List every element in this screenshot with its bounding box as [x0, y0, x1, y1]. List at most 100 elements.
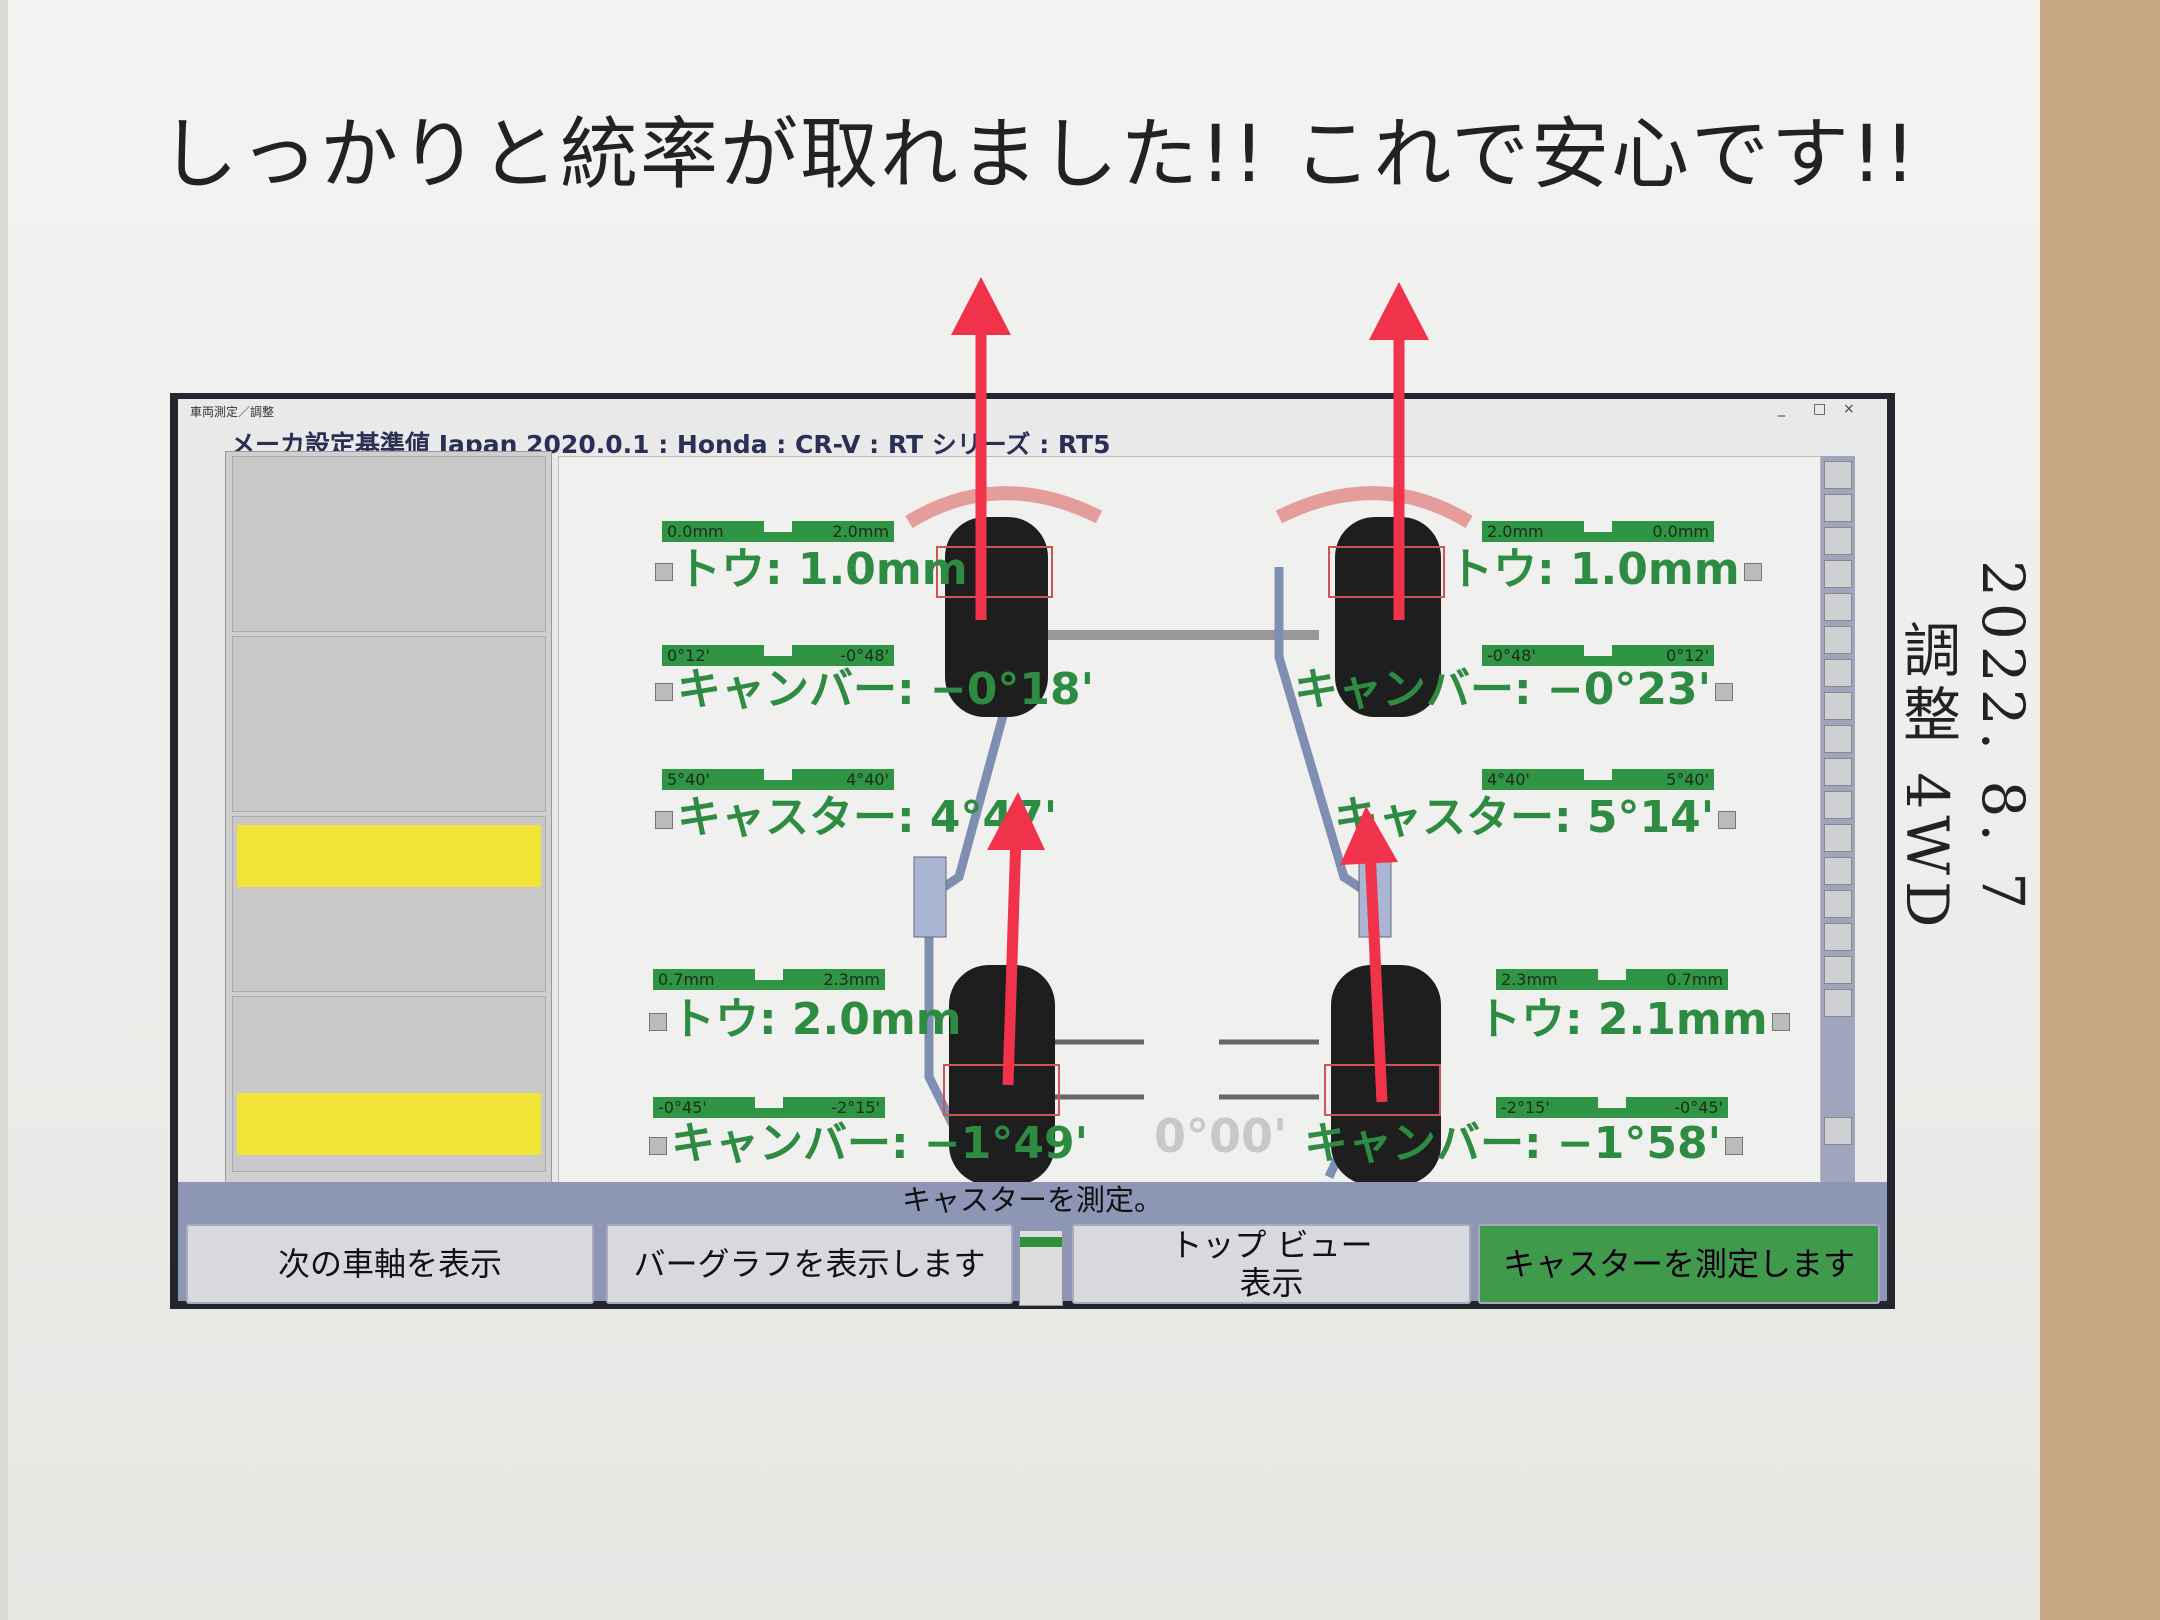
range-max: 0°12' — [1666, 646, 1709, 665]
computer-icon[interactable] — [1824, 494, 1852, 522]
specs-icon[interactable] — [1824, 527, 1852, 555]
window-small-title: 車両測定／調整 — [190, 405, 275, 419]
caster-fr: キャスター: 5°14' — [1334, 793, 1740, 843]
range-min: 0.7mm — [658, 970, 715, 989]
tools-icon[interactable] — [1824, 593, 1852, 621]
bar-graph-icon[interactable] — [1824, 890, 1852, 918]
toe-rl: トウ: 2.0mm — [645, 995, 962, 1045]
wrench-icon[interactable] — [655, 683, 673, 701]
bar-graph-button[interactable]: バーグラフを表示します — [606, 1224, 1013, 1304]
camber-range-bar-fr: -0°48' 0°12' — [1482, 645, 1714, 666]
handwritten-note: 2022. 8. 7 調整 4WD — [1885, 560, 2037, 933]
top-view-button[interactable]: トップ ビュー表示 — [1072, 1224, 1471, 1304]
wheel-front-right — [1275, 486, 1473, 717]
caster-range-bar-fl: 5°40' 4°40' — [662, 769, 894, 790]
range-max: -2°15' — [831, 1098, 880, 1117]
handwritten-memo: 調整 4WD — [1893, 620, 1961, 934]
axle-icon[interactable] — [1824, 791, 1852, 819]
axle-icon[interactable] — [1824, 824, 1852, 852]
adjust-icon[interactable] — [1743, 563, 1762, 581]
range-max: 0.0mm — [1652, 522, 1709, 541]
range-max: 4°40' — [846, 770, 889, 789]
adjust-icon[interactable] — [655, 563, 673, 581]
headline: しっかりと統率が取れました!! これで安心です!! — [160, 110, 1918, 200]
range-max: 0.7mm — [1666, 970, 1723, 989]
range-min: -2°15' — [1501, 1098, 1550, 1117]
toe-range-bar-fl: 0.0mm 2.0mm — [662, 521, 894, 542]
thumbnail-front-caster[interactable] — [232, 816, 546, 992]
wrench-icon[interactable] — [1771, 1013, 1790, 1031]
muffler-left — [913, 856, 947, 938]
button-bar: 次の車軸を表示 バーグラフを表示します トップ ビュー表示 キャスターを測定しま… — [178, 1218, 1887, 1306]
caster-range-bar-fr: 4°40' 5°40' — [1482, 769, 1714, 790]
vehicle-icon[interactable] — [1824, 725, 1852, 753]
background-surface — [2040, 0, 2160, 1620]
wrench-icon[interactable] — [1715, 683, 1734, 701]
maximize-button[interactable]: □ — [1813, 401, 1827, 417]
wrench-icon[interactable] — [1718, 811, 1737, 829]
thrust-angle-value: 0°00' — [1154, 1109, 1288, 1163]
range-min: 0°12' — [667, 646, 710, 665]
range-max: 2.0mm — [832, 522, 889, 541]
car-icon[interactable] — [1824, 956, 1852, 984]
range-max: -0°45' — [1674, 1098, 1723, 1117]
range-min: 2.3mm — [1501, 970, 1558, 989]
camber-fr: キャンバー: −0°23' — [1294, 665, 1737, 715]
lift-icon[interactable] — [1824, 923, 1852, 951]
vehicle-illustration — [905, 486, 1473, 1183]
wheel-front-left — [905, 486, 1103, 717]
range-max: 2.3mm — [823, 970, 880, 989]
toe-range-bar-rl: 0.7mm 2.3mm — [653, 969, 885, 990]
button-label: トップ ビュー — [1170, 1226, 1373, 1264]
status-bar: キャスターを測定。 — [178, 1182, 1887, 1218]
thumbnail-front-axle[interactable] — [232, 456, 546, 632]
vehicle-diagram-panel: 0.0mm 2.0mm トウ: 1.0mm 0°12' -0°48' キャンバー: … — [558, 456, 1821, 1184]
print-icon[interactable] — [1824, 989, 1852, 1017]
range-max: -0°48' — [840, 646, 889, 665]
range-min: 2.0mm — [1487, 522, 1544, 541]
camber-fl: キャンバー: −0°18' — [651, 665, 1094, 715]
view-thumbnail-list[interactable] — [225, 451, 552, 1183]
steering-icon[interactable] — [1824, 659, 1852, 687]
range-max: 5°40' — [1666, 770, 1709, 789]
alignment-app-window: 車両測定／調整 _ □ × メーカ設定基準値 Japan 2020.0.1 : … — [170, 393, 1895, 1309]
wheel-rear-left — [943, 965, 1060, 1183]
camber-rr: キャンバー: −1°58' — [1304, 1119, 1747, 1169]
steering-icon[interactable] — [1824, 857, 1852, 885]
toe-range-bar-fr: 2.0mm 0.0mm — [1482, 521, 1714, 542]
handwritten-date: 2022. 8. 7 — [1969, 560, 2037, 916]
camber-range-bar-fl: 0°12' -0°48' — [662, 645, 894, 666]
close-button[interactable]: × — [1843, 401, 1855, 417]
next-axle-button[interactable]: 次の車軸を表示 — [186, 1224, 594, 1304]
toe-fl: トウ: 1.0mm — [651, 545, 968, 595]
thumbnail-rear-axle[interactable] — [232, 996, 546, 1172]
right-toolbar — [1821, 456, 1855, 1182]
range-min: 0.0mm — [667, 522, 724, 541]
toe-rr: トウ: 2.1mm — [1477, 995, 1794, 1045]
bar-graph-icon[interactable] — [1824, 692, 1852, 720]
range-min: -0°45' — [658, 1098, 707, 1117]
minimize-button[interactable]: _ — [1778, 401, 1785, 417]
bar-graph-icon[interactable] — [1824, 626, 1852, 654]
range-min: 4°40' — [1487, 770, 1530, 789]
camber-range-bar-rl: -0°45' -2°15' — [653, 1097, 885, 1118]
measure-caster-button[interactable]: キャスターを測定します — [1478, 1224, 1880, 1304]
wrench-icon[interactable] — [649, 1137, 667, 1155]
help-icon[interactable] — [1824, 461, 1852, 489]
camber-rl: キャンバー: −1°49' — [645, 1119, 1088, 1169]
tolerance-icon[interactable] — [1824, 560, 1852, 588]
wrench-icon[interactable] — [649, 1013, 667, 1031]
thumbnail-full-vehicle[interactable] — [232, 636, 546, 812]
toe-range-bar-rr: 2.3mm 0.7mm — [1496, 969, 1728, 990]
bar-graph-icon[interactable] — [1824, 758, 1852, 786]
wrench-icon[interactable] — [655, 811, 673, 829]
chassis-icon[interactable] — [1824, 1117, 1852, 1145]
range-min: -0°48' — [1487, 646, 1536, 665]
range-min: 5°40' — [667, 770, 710, 789]
muffler-right — [1358, 856, 1392, 938]
caster-fl: キャスター: 4°47' — [651, 793, 1057, 843]
camber-range-bar-rr: -2°15' -0°45' — [1496, 1097, 1728, 1118]
toe-fr: トウ: 1.0mm — [1449, 545, 1766, 595]
wrench-icon[interactable] — [1725, 1137, 1744, 1155]
button-label: 表示 — [1239, 1264, 1304, 1302]
